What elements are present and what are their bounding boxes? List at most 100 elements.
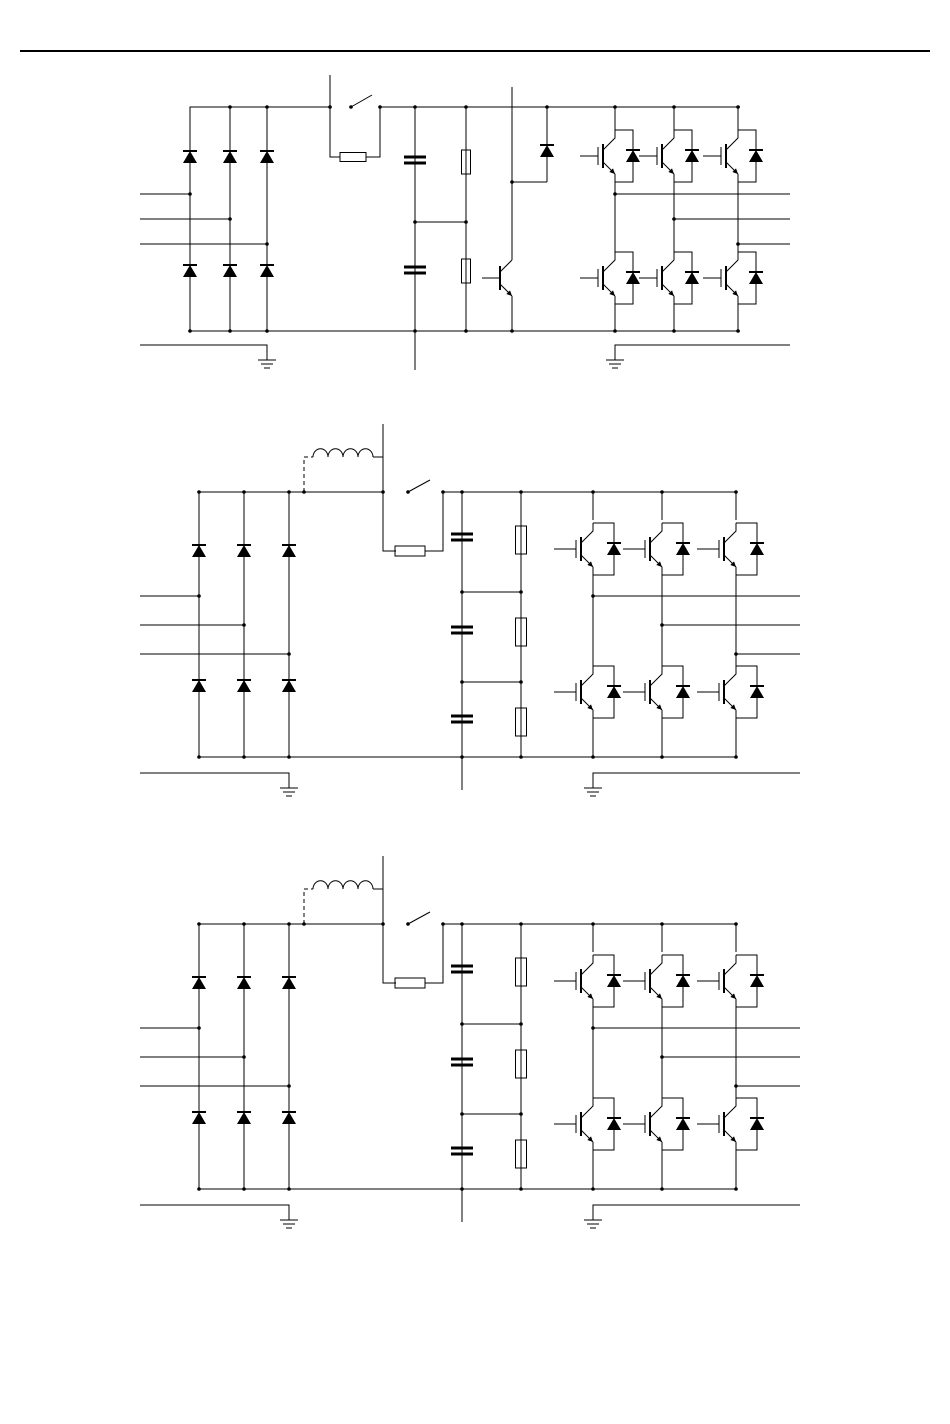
diode [685,150,699,162]
igbt-with-diode [623,523,690,575]
junction-dot [460,1112,464,1116]
diode [282,1112,296,1124]
wire [615,345,790,352]
diode [626,272,640,284]
igbt-with-diode [697,955,764,1007]
diode-triangle [237,680,251,692]
capacitor-plate [451,1058,473,1061]
diode-triangle [237,545,251,557]
ground-symbol [280,780,298,796]
igbt-collector [581,955,593,975]
junction-dot [519,755,523,759]
diode-triangle [626,150,640,162]
ground-symbol [584,780,602,796]
junction-dot [441,922,445,926]
circuit-diagram-3 [140,856,800,1228]
junction-dot [734,652,738,656]
junction-dot [287,755,291,759]
junction-dot [242,922,246,926]
igbt-collector [650,666,662,686]
diode [183,265,197,277]
diode [260,151,274,163]
ground-symbol [280,1212,298,1228]
junction-dot [734,922,738,926]
junction-dot [591,490,595,494]
igbt-with-diode [639,130,699,182]
diode [676,1118,690,1130]
bypass-switch [406,480,430,494]
junction-dot [613,105,617,109]
diode [676,686,690,698]
junction-dot [660,1187,664,1191]
diode [607,975,621,987]
switch-blade [408,480,430,492]
diode-triangle [750,543,764,555]
circuit-diagram-2 [140,424,800,796]
diode [540,145,554,157]
ground-symbol [584,1212,602,1228]
switch-blade [351,95,372,107]
junction-dot [413,105,417,109]
ground-symbol [606,352,624,368]
junction-dot [519,1187,523,1191]
junction-dot [265,105,269,109]
diode-triangle [685,272,699,284]
diode [750,975,764,987]
junction-dot [197,490,201,494]
junction-dot [734,755,738,759]
precharge-resistor [395,978,425,988]
diode-triangle [223,151,237,163]
diode [237,545,251,557]
capacitor-plate [404,162,426,165]
wire [140,345,267,352]
junction-dot [460,1187,464,1191]
precharge-resistor [395,546,425,556]
igbt-collector [603,252,615,272]
diode [192,977,206,989]
junction-dot [672,329,676,333]
igbt-collector [724,1098,736,1118]
diode-triangle [607,543,621,555]
junction-dot [460,922,464,926]
dc-choke-inductor [313,449,373,457]
junction-dot [197,1187,201,1191]
capacitor-plate [404,156,426,159]
junction-dot [736,105,740,109]
junction-dot [660,490,664,494]
junction-dot [660,623,664,627]
diode [750,1118,764,1130]
diode-triangle [607,1118,621,1130]
junction-dot [736,329,740,333]
junction-dot [242,1055,246,1059]
diode [749,272,763,284]
diode [607,686,621,698]
junction-dot [464,105,468,109]
junction-dot [188,192,192,196]
diode-triangle [607,975,621,987]
bypass-switch [349,95,372,109]
capacitor-plate [451,1064,473,1067]
junction-dot [519,490,523,494]
diode [183,151,197,163]
igbt-collector [662,130,674,150]
junction-dot [188,329,192,333]
ground-symbol [258,352,276,368]
diode [676,975,690,987]
diode [192,545,206,557]
capacitor-plate [451,721,473,724]
diode [237,1112,251,1124]
igbt-collector [650,955,662,975]
junction-dot [328,105,332,109]
wire [593,773,800,780]
capacitor-plate [451,539,473,542]
diode [192,680,206,692]
diode [749,150,763,162]
igbt-collector [724,666,736,686]
igbt-with-diode [554,1098,621,1150]
diode [282,680,296,692]
junction-dot [660,1055,664,1059]
wire [140,1205,289,1212]
igbt-collector [650,523,662,543]
junction-dot [734,490,738,494]
capacitor-plate [404,272,426,275]
